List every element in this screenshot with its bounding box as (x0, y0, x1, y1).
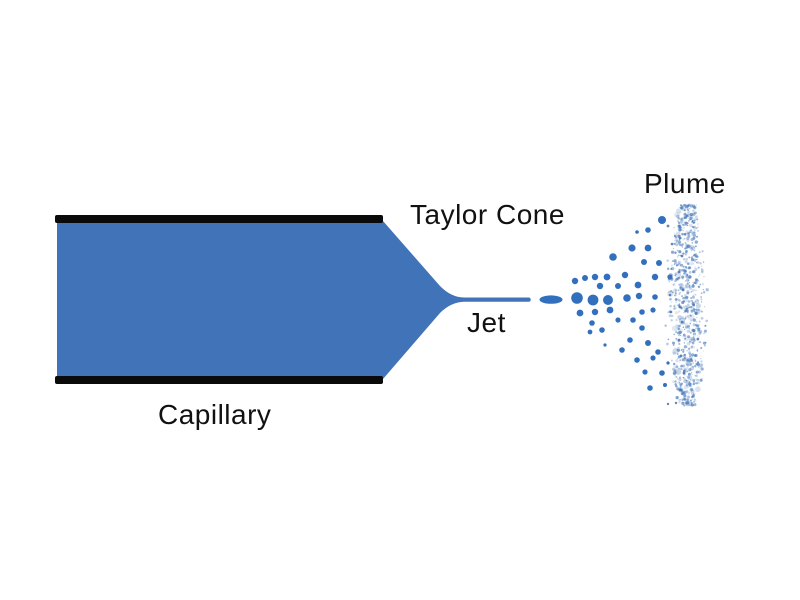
capillary-wall-bottom (55, 376, 383, 384)
capillary-fluid-taylor-cone-jet (57, 221, 531, 379)
capillary-wall-top (55, 215, 383, 223)
taylor-cone-label: Taylor Cone (410, 199, 565, 230)
jet-breakup-droplet (539, 295, 563, 304)
mist-cloud (664, 203, 709, 407)
plume-label: Plume (644, 168, 726, 199)
jet-label: Jet (467, 307, 506, 338)
droplet-plume (571, 216, 673, 391)
capillary-label: Capillary (158, 399, 272, 430)
